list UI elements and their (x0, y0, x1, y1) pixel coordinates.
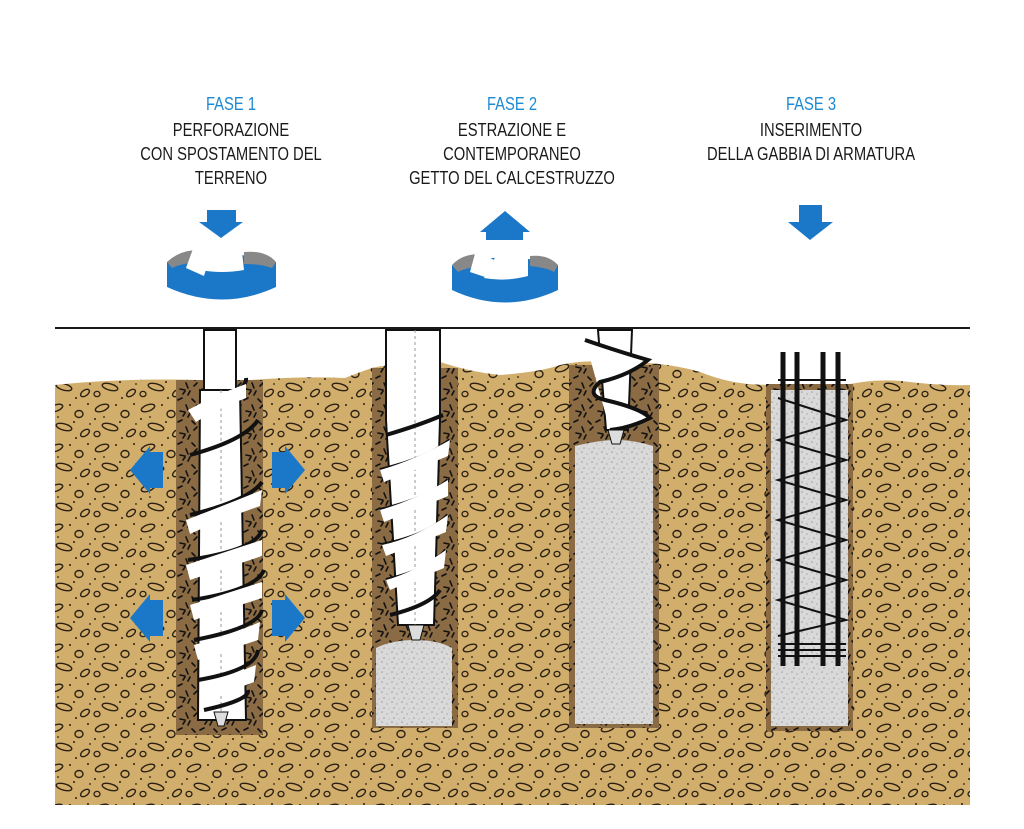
auger-extracting (379, 329, 452, 641)
pile-reinforcement (766, 352, 853, 731)
poured-concrete (575, 440, 653, 724)
pile-drilling (130, 329, 305, 735)
push-right-arrow-icon (272, 594, 305, 642)
arrow-down-icon (788, 205, 833, 240)
phase-1-heading: FASE 1 PERFORAZIONE CON SPOSTAMENTO DEL … (108, 92, 354, 190)
pile-extraction-late (569, 329, 659, 728)
phase-1-line-2: CON SPOSTAMENTO DEL TERRENO (140, 144, 322, 188)
phase-3-heading: FASE 3 INSERIMENTO DELLA GABBIA DI ARMAT… (688, 92, 934, 166)
pile-extraction-partial (372, 329, 458, 728)
auger-nearly-extracted (584, 329, 654, 445)
phase-2-title: FASE 2 (486, 94, 538, 114)
rotate-up-icon (452, 211, 558, 303)
phase-1-title: FASE 1 (205, 94, 257, 114)
rebar-cage (774, 352, 850, 666)
phase-2-heading: FASE 2 ESTRAZIONE E CONTEMPORANEO GETTO … (389, 92, 635, 190)
push-left-arrow-icon (130, 594, 163, 642)
push-right-arrow-icon (272, 446, 305, 494)
phase-3-line-2: DELLA GABBIA DI ARMATURA (706, 144, 916, 164)
phase-3-title: FASE 3 (785, 94, 837, 114)
poured-concrete (376, 640, 452, 726)
phase-2-line-1: ESTRAZIONE E CONTEMPORANEO (443, 120, 581, 164)
auger-drilling (186, 329, 266, 727)
phase-2-line-2: GETTO DEL CALCESTRUZZO (409, 168, 615, 188)
push-left-arrow-icon (130, 446, 163, 494)
rotate-down-icon (167, 210, 276, 300)
phase-3-line-1: INSERIMENTO (759, 120, 863, 140)
phase-1-line-1: PERFORAZIONE (172, 120, 290, 140)
